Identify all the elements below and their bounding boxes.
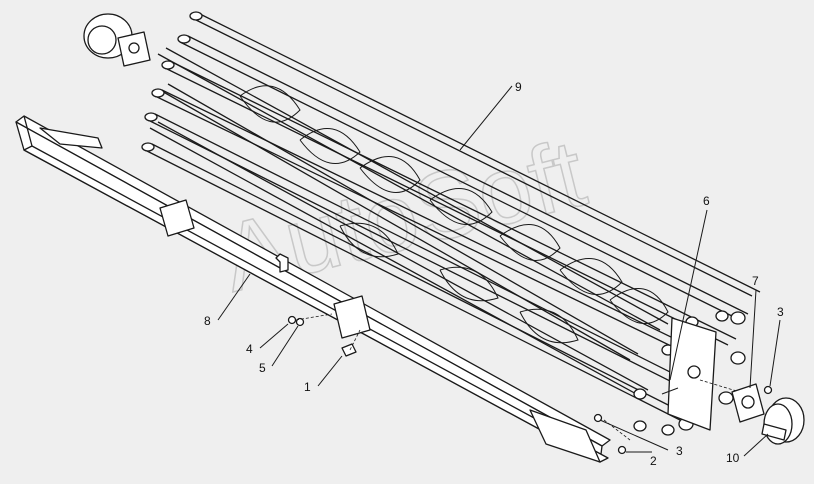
tube-ends-left xyxy=(141,11,203,152)
end-plate-boss xyxy=(687,365,701,379)
callouts: 9 6 7 3 8 4 5 1 2 3 10 xyxy=(204,80,784,468)
callout-6: 6 xyxy=(703,194,710,208)
bolt-2 xyxy=(617,445,627,455)
callout-10: 10 xyxy=(726,451,740,465)
roller-cage xyxy=(141,11,761,436)
beam-bracket-mid-2 xyxy=(333,295,371,339)
flange-plate-7 xyxy=(731,383,765,423)
beam-bracket-left xyxy=(39,127,103,149)
u-bolt xyxy=(275,253,289,273)
callout-4: 4 xyxy=(246,342,253,356)
callout-8: 8 xyxy=(204,314,211,328)
bolt-1 xyxy=(341,343,357,357)
callout-7: 7 xyxy=(752,274,759,288)
bearing-housing-10 xyxy=(761,397,805,445)
leader-lines xyxy=(217,85,781,457)
roller-tubes xyxy=(144,13,761,421)
pin-6 xyxy=(661,387,679,395)
roller-discs xyxy=(239,85,669,344)
beam-bracket-mid-1 xyxy=(159,199,195,237)
nut-4 xyxy=(287,315,297,325)
callout-3-lower: 3 xyxy=(676,444,683,458)
bearing-cap-top xyxy=(83,13,151,67)
callout-3-right: 3 xyxy=(777,305,784,319)
nut-3-lower xyxy=(593,413,603,423)
callout-5: 5 xyxy=(259,361,266,375)
callout-9: 9 xyxy=(515,80,522,94)
frame-beam xyxy=(15,115,611,463)
fasteners xyxy=(287,313,773,455)
nut-3-right xyxy=(763,385,773,395)
tube-ends-right xyxy=(633,310,746,436)
washer-5 xyxy=(295,317,305,327)
callout-2: 2 xyxy=(650,454,657,468)
callout-1: 1 xyxy=(304,380,311,394)
beam-end-plate xyxy=(529,409,601,463)
